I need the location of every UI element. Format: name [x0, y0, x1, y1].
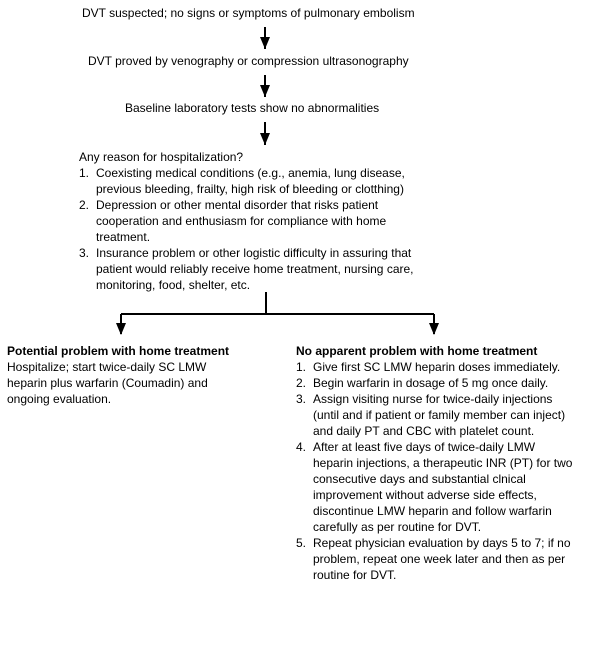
- list-text-line: treatment.: [96, 230, 151, 244]
- list-text-line: monitoring, food, shelter, etc.: [96, 278, 251, 292]
- list-text-line: routine for DVT.: [313, 568, 397, 582]
- left-branch-line: heparin plus warfarin (Coumadin) and: [7, 376, 208, 390]
- list-number: 3.: [79, 246, 90, 260]
- list-item: 3. Assign visiting nurse for twice-daily…: [296, 391, 572, 439]
- list-text-line: and daily PT and CBC with platelet count…: [313, 424, 535, 438]
- arrowhead-2: [260, 85, 270, 97]
- left-branch-line: Hospitalize; start twice-daily SC LMW: [7, 360, 207, 374]
- list-text-line: problem, repeat one week later and then …: [313, 552, 566, 566]
- list-text-line: heparin injections, a therapeutic INR (P…: [313, 456, 573, 470]
- list-number: 2.: [296, 376, 307, 390]
- list-text-line: patient would reliably receive home trea…: [96, 262, 414, 276]
- step-baseline-labs: Baseline laboratory tests show no abnorm…: [125, 101, 380, 115]
- list-number: 1.: [296, 360, 307, 374]
- list-item: 1. Coexisting medical conditions (e.g., …: [79, 165, 414, 197]
- list-item: 1. Give first SC LMW heparin doses immed…: [296, 359, 572, 375]
- list-text-line: Assign visiting nurse for twice-daily in…: [313, 392, 553, 406]
- arrowhead-left: [116, 323, 126, 335]
- arrowhead-1: [260, 37, 270, 49]
- right-branch-heading: No apparent problem with home treatment: [296, 344, 538, 358]
- arrowhead-3: [260, 133, 270, 145]
- list-text-line: Depression or other mental disorder that…: [96, 198, 379, 212]
- list-number: 5.: [296, 536, 307, 550]
- hospitalization-reasons: 1. Coexisting medical conditions (e.g., …: [79, 165, 414, 293]
- list-text-line: carefully as per routine for DVT.: [313, 520, 482, 534]
- list-item: 2. Depression or other mental disorder t…: [79, 197, 414, 245]
- arrowhead-right: [429, 323, 439, 335]
- list-item: 5. Repeat physician evaluation by days 5…: [296, 535, 572, 583]
- list-text-line: Begin warfarin in dosage of 5 mg once da…: [313, 376, 549, 390]
- step-dvt-suspected: DVT suspected; no signs or symptoms of p…: [82, 6, 415, 20]
- list-item: 4. After at least five days of twice-dai…: [296, 439, 572, 535]
- list-item: 3. Insurance problem or other logistic d…: [79, 245, 414, 293]
- list-item: 2. Begin warfarin in dosage of 5 mg once…: [296, 375, 572, 391]
- right-branch-steps: 1. Give first SC LMW heparin doses immed…: [296, 359, 572, 583]
- list-text-line: discontinue LMW heparin and follow warfa…: [313, 504, 552, 518]
- hospitalization-block: Any reason for hospitalization? 1. Coexi…: [79, 149, 414, 293]
- left-branch-line: ongoing evaluation.: [7, 392, 112, 406]
- left-branch-heading: Potential problem with home treatment: [7, 344, 230, 358]
- list-text-line: (until and if patient or family member c…: [313, 408, 566, 422]
- list-number: 3.: [296, 392, 307, 406]
- list-text-line: Coexisting medical conditions (e.g., ane…: [96, 166, 405, 180]
- hospitalization-question: Any reason for hospitalization?: [79, 150, 244, 164]
- list-text-line: previous bleeding, frailty, high risk of…: [96, 182, 404, 196]
- list-number: 2.: [79, 198, 90, 212]
- right-branch-box: No apparent problem with home treatment …: [296, 343, 572, 583]
- list-text-line: cooperation and enthusiasm for complianc…: [96, 214, 387, 228]
- list-text-line: Repeat physician evaluation by days 5 to…: [313, 536, 571, 550]
- list-text-line: Insurance problem or other logistic diff…: [96, 246, 412, 260]
- list-number: 4.: [296, 440, 307, 454]
- left-branch-box: Potential problem with home treatment Ho…: [7, 343, 229, 407]
- list-text-line: improvement without adverse side effects…: [313, 488, 537, 502]
- step-dvt-proved: DVT proved by venography or compression …: [88, 54, 409, 68]
- list-text-line: consecutive days and substantial clnical: [313, 472, 526, 486]
- list-text-line: Give first SC LMW heparin doses immediat…: [313, 360, 561, 374]
- list-number: 1.: [79, 166, 90, 180]
- list-text-line: After at least five days of twice-daily …: [313, 440, 536, 454]
